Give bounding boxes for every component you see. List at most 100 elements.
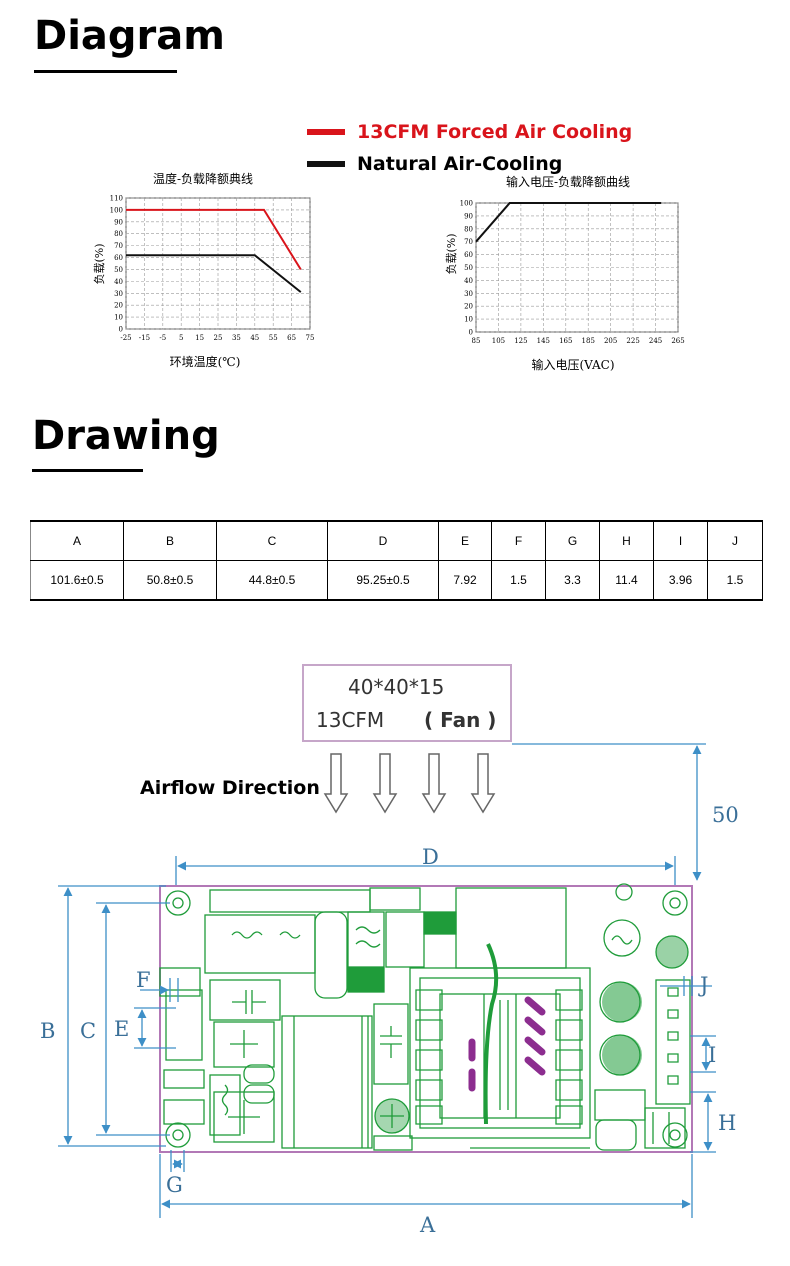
table-cell: 50.8±0.5: [123, 560, 217, 601]
dim-label-d: D: [422, 845, 439, 869]
dim-label-a: A: [419, 1213, 436, 1237]
y-tick-label: 60: [114, 254, 123, 262]
x-tick-label: 25: [214, 334, 223, 342]
x-tick-label: 35: [232, 334, 241, 342]
y-tick-label: 90: [464, 212, 473, 220]
fan-spec-box: 40*40*15 13CFM ( Fan ): [302, 664, 512, 742]
y-tick-label: 100: [460, 200, 473, 208]
table-header-cell: D: [327, 520, 439, 561]
dim-label-50: 50: [712, 803, 739, 827]
diagram-section-title: Diagram: [34, 13, 225, 59]
x-tick-label: 225: [626, 337, 639, 345]
y-tick-label: 0: [119, 326, 123, 334]
y-tick-label: 10: [114, 314, 123, 322]
legend-label-forced-air: 13CFM Forced Air Cooling: [357, 121, 633, 143]
dim-line-d: [175, 856, 676, 890]
y-tick-label: 10: [464, 316, 473, 324]
chart2-ylabel: 负载(%): [444, 233, 458, 274]
table-cell: 3.3: [545, 560, 600, 601]
chart2-xlabel: 输入电压(VAC): [531, 357, 614, 372]
mechanical-drawing: 50 D: [40, 743, 739, 1237]
x-tick-label: 15: [195, 334, 204, 342]
series-line-0: [126, 208, 302, 271]
table-row: 101.6±0.5 50.8±0.5 44.8±0.5 95.25±0.5 7.…: [30, 560, 763, 601]
table-cell: 3.96: [653, 560, 708, 601]
table-cell: 1.5: [491, 560, 546, 601]
y-tick-label: 50: [464, 264, 473, 272]
table-cell: 44.8±0.5: [216, 560, 328, 601]
vcc-cap: [375, 1099, 409, 1133]
airflow-arrows: [323, 753, 496, 814]
output-cap-2: [602, 1035, 642, 1075]
legend-label-natural-air: Natural Air-Cooling: [357, 153, 563, 175]
x-tick-label: 5: [179, 334, 183, 342]
dim-label-f: F: [136, 968, 151, 992]
table-header-cell: F: [491, 520, 546, 561]
diagram-title-underline: [34, 70, 177, 73]
x-tick-label: 245: [649, 337, 662, 345]
table-cell: 11.4: [599, 560, 654, 601]
chart1-ylabel: 负载(%): [92, 243, 106, 284]
x-tick-label: 75: [306, 334, 315, 342]
dim-label-b: B: [40, 1019, 55, 1043]
series-line-0: [475, 202, 662, 243]
table-header-cell: I: [653, 520, 708, 561]
airflow-direction-label: Airflow Direction: [140, 777, 320, 799]
dim-fan-clearance: [512, 743, 706, 881]
y-tick-label: 0: [469, 329, 473, 337]
drawing-section-title: Drawing: [32, 413, 220, 459]
legend-item-forced-air: 13CFM Forced Air Cooling: [307, 121, 632, 143]
y-tick-label: 50: [114, 266, 123, 274]
transformer-windings: [468, 996, 546, 1092]
table-cell: 7.92: [438, 560, 492, 601]
x-tick-label: -15: [139, 334, 150, 342]
dim-label-c: C: [80, 1019, 96, 1043]
table-cell: 95.25±0.5: [327, 560, 439, 601]
dim-lines-left: [58, 885, 716, 1218]
y-tick-label: 70: [464, 238, 473, 246]
table-header-cell: H: [599, 520, 654, 561]
dim-label-e: E: [114, 1017, 129, 1041]
y-tick-label: 30: [114, 290, 123, 298]
airflow-arrow-icon: [421, 753, 447, 814]
x-tick-label: 145: [537, 337, 550, 345]
table-header-cell: J: [707, 520, 763, 561]
series-line-1: [126, 254, 302, 293]
drawing-title-underline: [32, 469, 143, 472]
x-tick-label: 55: [269, 334, 278, 342]
y-tick-label: 100: [110, 206, 123, 214]
table-cell: 1.5: [707, 560, 763, 601]
y-tick-label: 30: [464, 290, 473, 298]
x-tick-label: -5: [159, 334, 166, 342]
y-tick-label: 70: [114, 242, 123, 250]
airflow-arrow-icon: [323, 753, 349, 814]
dim-label-i: I: [708, 1043, 716, 1067]
output-cap-3: [656, 936, 688, 968]
chart1-xlabel: 环境温度(℃): [170, 354, 241, 369]
fan-type-label: ( Fan ): [424, 708, 497, 732]
table-header-cell: C: [216, 520, 328, 561]
table-header-cell: B: [123, 520, 217, 561]
y-tick-label: 80: [114, 230, 123, 238]
y-tick-label: 80: [464, 225, 473, 233]
fan-cfm-label: 13CFM: [316, 708, 385, 732]
airflow-arrow-icon: [470, 753, 496, 814]
airflow-arrow-icon: [372, 753, 398, 814]
table-header-row: A B C D E F G H I J: [30, 520, 763, 561]
x-tick-label: 165: [559, 337, 572, 345]
x-tick-label: 45: [250, 334, 259, 342]
table-header-cell: G: [545, 520, 600, 561]
chart2-title: 输入电压-负载降额曲线: [506, 174, 630, 189]
x-tick-label: 265: [671, 337, 684, 345]
y-tick-label: 60: [464, 251, 473, 259]
y-tick-label: 40: [114, 278, 123, 286]
x-tick-label: 205: [604, 337, 617, 345]
fan-size-label: 40*40*15: [348, 675, 445, 699]
x-tick-label: 125: [514, 337, 527, 345]
x-tick-label: 185: [582, 337, 595, 345]
y-tick-label: 110: [110, 195, 123, 203]
dim-label-j: J: [698, 973, 708, 997]
y-tick-label: 90: [114, 218, 123, 226]
